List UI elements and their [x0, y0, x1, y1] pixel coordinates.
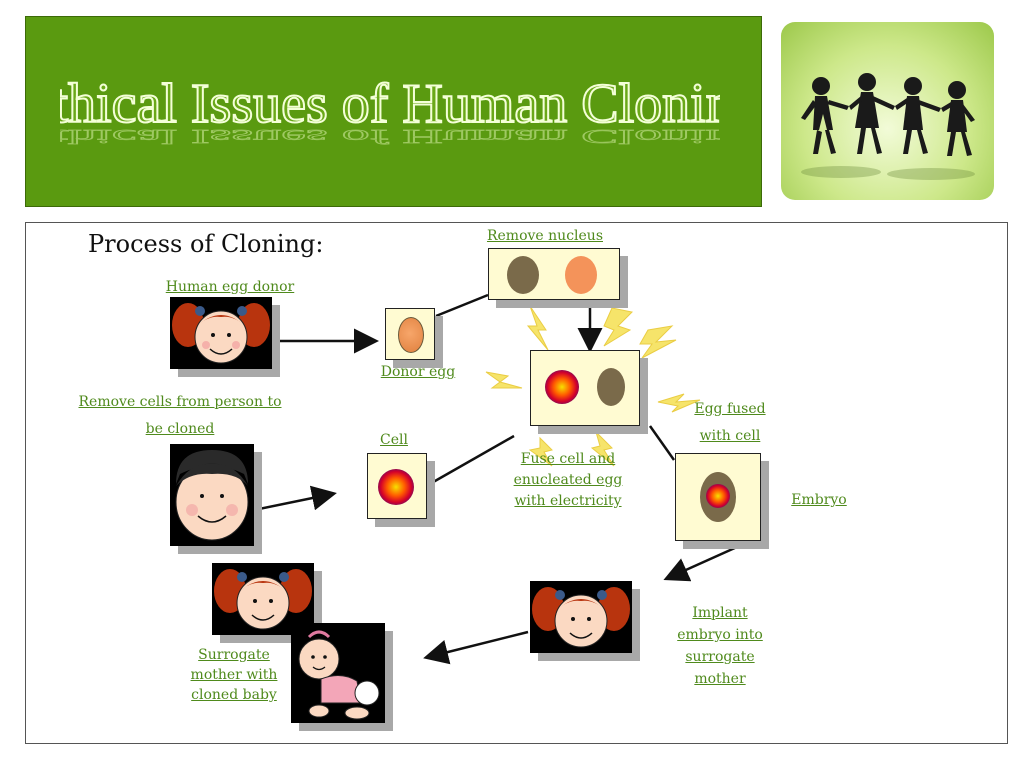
label-cell: Cell	[380, 432, 408, 448]
page-title-text: Ethical Issues of Human Cloning	[60, 73, 720, 135]
girl-face-icon	[532, 587, 630, 648]
lightning-icon	[603, 307, 634, 347]
label-surrogate: Surrogate mother with cloned baby	[190, 647, 278, 703]
baby-icon	[298, 630, 380, 720]
lightning-icon	[526, 305, 549, 351]
fusion-box	[530, 350, 640, 426]
label-remove-cells: Remove cells from person to be cloned	[78, 394, 282, 437]
girl-face-icon	[172, 303, 270, 364]
people-icon	[801, 73, 975, 180]
line-cell-to-fusion	[427, 434, 515, 487]
lightning-icon	[528, 436, 553, 467]
nucleus-shape	[507, 256, 539, 294]
label-human-egg-donor: Human egg donor	[165, 279, 295, 295]
label-fuse-cell: Fuse cell and enucleated egg with electr…	[513, 451, 623, 509]
enucleated-egg-shape	[597, 368, 625, 406]
cloned-baby-avatar	[291, 623, 385, 723]
label-embryo: Embryo	[791, 492, 847, 508]
label-remove-nucleus: Remove nucleus	[486, 228, 603, 244]
page-title-reflection: Ethical Issues of Human Cloning	[60, 126, 720, 146]
lightning-icon	[485, 371, 523, 389]
arrow-mother-to-baby	[423, 630, 529, 665]
diagram-heading: Process of Cloning:	[88, 230, 324, 258]
label-egg-fused: Egg fused with cell	[694, 401, 766, 444]
page-title: Ethical Issues of Human Cloning Ethical …	[17, 56, 762, 148]
cell-shape	[545, 370, 579, 404]
title-banner	[25, 16, 762, 207]
line-fusion-to-embryo	[648, 425, 676, 461]
implant-mother-avatar	[530, 581, 632, 653]
lightning-icon	[590, 430, 615, 467]
lightning-icon	[657, 393, 701, 413]
label-donor-egg: Donor egg	[380, 364, 456, 380]
donor-egg-box	[385, 308, 435, 360]
cell-box	[367, 453, 427, 519]
embryo-cell-shape	[706, 484, 730, 508]
egg-shape	[565, 256, 597, 294]
arrow-person-to-cell	[253, 485, 337, 512]
person-to-clone-avatar	[170, 444, 254, 546]
label-implant: Implant embryo into surrogate mother	[677, 605, 763, 687]
line-egg-to-nucleus	[435, 293, 489, 318]
arrow-embryo-to-mother	[663, 536, 758, 582]
remove-nucleus-box	[488, 248, 620, 300]
embryo-box	[675, 453, 761, 541]
people-holding-hands-image	[781, 22, 994, 200]
girl-face-icon	[214, 569, 312, 630]
donor-egg-shape	[398, 317, 424, 353]
cell-shape	[378, 469, 414, 505]
lightning-icon	[639, 325, 677, 359]
egg-donor-avatar	[170, 297, 272, 369]
boy-face-icon	[175, 450, 249, 541]
